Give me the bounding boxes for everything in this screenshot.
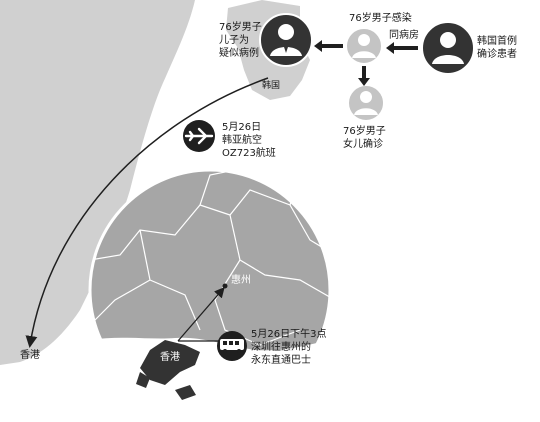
hongkong-land-small	[0, 315, 24, 364]
mainland-land	[0, 0, 195, 365]
flight-route-arc	[25, 77, 269, 348]
flight-line3: OZ723航班	[222, 146, 276, 159]
huizhou-label: 惠州	[231, 273, 251, 286]
son-line1: 76岁男子	[219, 20, 262, 33]
bus-line3: 永东直通巴士	[251, 353, 311, 366]
flight-line2: 韩亚航空	[222, 133, 262, 146]
transmission-arrows	[314, 40, 418, 86]
korea-first-patient-node	[421, 21, 475, 75]
korea-label: 韩国	[262, 79, 280, 91]
hongkong-map-label: 香港	[20, 349, 40, 361]
infected-man-label: 76岁男子感染	[349, 11, 412, 24]
bus-line2: 深圳往惠州的	[251, 340, 311, 353]
hongkong-island-dark	[140, 340, 200, 385]
bus-route-line	[177, 287, 225, 342]
son-line3: 疑似病例	[219, 46, 259, 59]
hongkong-inset-label: 香港	[160, 351, 180, 363]
bus-line1: 5月26日下午3点	[251, 327, 326, 340]
korea-first-line2: 确诊患者	[477, 47, 517, 60]
daughter-line1: 76岁男子	[343, 124, 386, 137]
flight-line1: 5月26日	[222, 121, 261, 133]
magnified-map	[88, 168, 332, 412]
bus-icon	[217, 331, 247, 361]
hospital-room-label: 同病房	[389, 28, 419, 41]
infected-man-node	[345, 27, 383, 65]
son-node	[259, 13, 313, 67]
son-line2: 儿子为	[219, 34, 249, 46]
huizhou-dot	[222, 283, 228, 289]
korea-first-line1: 韩国首例	[477, 34, 517, 47]
airplane-icon	[183, 120, 215, 152]
daughter-node	[347, 84, 385, 122]
daughter-line2: 女儿确诊	[343, 137, 383, 150]
